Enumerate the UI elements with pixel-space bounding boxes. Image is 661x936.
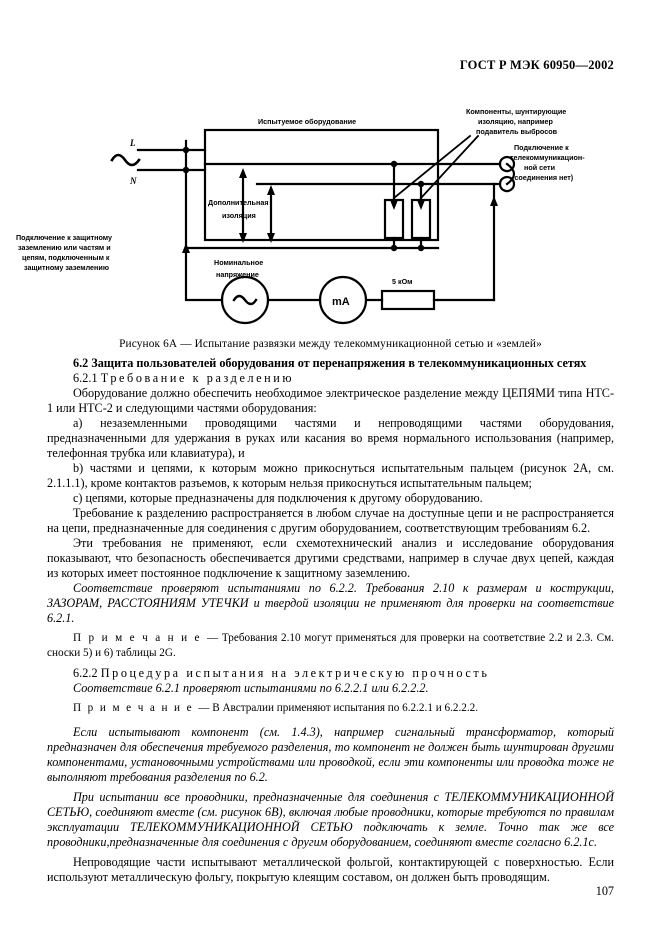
label-shunt-components-line2: изоляцию, например <box>478 117 554 126</box>
milliammeter-symbol <box>318 275 368 325</box>
paragraph-exception: Эти требования не применяют, если схемот… <box>47 536 614 580</box>
figure-caption: Рисунок 6А — Испытание развязки между те… <box>119 338 542 350</box>
list-item-b: b) частями и цепями, к которым можно при… <box>47 461 614 490</box>
note-2-label: П р и м е ч а н и е <box>73 702 199 714</box>
label-line-conductor: L <box>129 138 136 148</box>
arrow-earth-pointer <box>182 243 190 253</box>
label-shunt-components-line1: Компоненты, шунтирующие <box>466 107 566 116</box>
heading-6-2-1-number: 6.2.1 <box>73 371 101 385</box>
label-telecom-connection-line4: (соединения нет) <box>512 173 574 182</box>
label-rated-voltage-line2: напряжение <box>216 270 259 279</box>
ac-source-symbol <box>220 275 270 325</box>
label-rated-voltage-line1: Номинальное <box>214 258 263 267</box>
label-earth-connection-line3: цепям, подключенным к <box>22 253 110 262</box>
paragraph-component: Если испытывают компонент (см. 1.4.3), н… <box>47 725 614 784</box>
label-earth-connection-line2: заземлению или частям и <box>18 243 111 252</box>
paragraph-conductors: При испытании все проводники, предназнач… <box>47 790 614 849</box>
page-number: 107 <box>595 884 614 898</box>
note-1-text: — Требования 2.10 могут применяться для … <box>47 632 614 659</box>
arrow-up-insulation-1 <box>239 168 247 178</box>
arrow-telecom-pointer <box>490 196 498 206</box>
arrow-down-shunt-1 <box>390 200 398 210</box>
label-earth-connection-line1: Подключение к защитному <box>16 233 112 242</box>
heading-6-2-2-number: 6.2.2 <box>73 666 101 680</box>
list-item-c: c) цепями, которые предназначены для под… <box>73 491 483 505</box>
note-2: П р и м е ч а н и е — В Австралии примен… <box>47 701 614 716</box>
paragraph-requirement-intro: Оборудование должно обеспечить необходим… <box>47 386 614 415</box>
paragraph-conformity-2: Соответствие 6.2.1 проверяют испытаниями… <box>73 681 429 695</box>
paragraph-conformity-1: Соответствие проверяют испытаниями по 6.… <box>47 581 614 625</box>
heading-6-2-1-title: Требование к разделению <box>100 371 295 385</box>
label-supplementary-insulation-line1: Дополнительная <box>208 198 269 207</box>
label-resistor-value: 5 кОм <box>392 277 413 286</box>
label-shunt-components-line3: подавитель выбросов <box>476 127 558 136</box>
label-telecom-connection-line3: ной сети <box>524 163 555 172</box>
label-neutral-conductor: N <box>129 176 137 186</box>
arrow-down-insulation-2 <box>267 233 275 243</box>
note-1: П р и м е ч а н и е — Требования 2.10 мо… <box>47 631 614 661</box>
label-earth-connection-line4: защитному заземлению <box>24 263 109 272</box>
note-2-text: — В Австралии применяют испытания по 6.2… <box>198 702 479 714</box>
figure-6a-circuit-diagram: L N mA 5 кОм Испытуемое оборудование Ком… <box>0 88 661 338</box>
label-milliammeter: mA <box>332 296 350 308</box>
arrow-up-insulation-2 <box>267 185 275 195</box>
label-eut: Испытуемое оборудование <box>258 117 356 126</box>
heading-6-2-2-title: Процедура испытания на электрическую про… <box>100 666 490 680</box>
document-header-standard-number: ГОСТ Р МЭК 60950—2002 <box>459 58 614 72</box>
arrow-down-insulation-1 <box>239 233 247 243</box>
paragraph-foil: Непроводящие части испытывают металличес… <box>47 855 614 884</box>
note-1-label: П р и м е ч а н и е <box>73 632 207 644</box>
label-telecom-connection-line1: Подключение к <box>514 143 569 152</box>
label-supplementary-insulation-line2: изоляция <box>222 211 256 220</box>
list-item-a: a) незаземленными проводящими частями и … <box>47 416 614 460</box>
heading-6-2-1: 6.2.1 Требование к разделению <box>47 371 614 386</box>
body-text-column: 6.2 Защита пользователей оборудования от… <box>47 356 614 885</box>
arrow-down-shunt-2 <box>417 200 425 210</box>
label-telecom-connection-line2: телекоммуникацион- <box>510 153 585 162</box>
heading-6-2: 6.2 Защита пользователей оборудования от… <box>73 356 587 370</box>
resistor-5kohm <box>380 289 436 311</box>
heading-6-2-2: 6.2.2 Процедура испытания на электрическ… <box>47 666 614 681</box>
paragraph-scope: Требование к разделению распространяется… <box>47 506 614 535</box>
